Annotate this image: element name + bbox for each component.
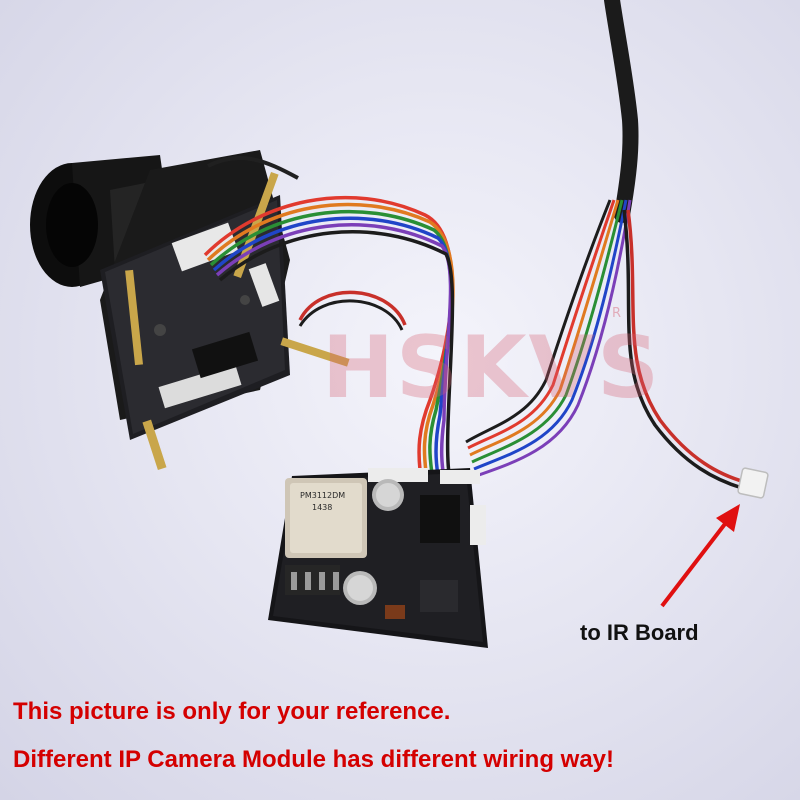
poe-board: [268, 468, 488, 648]
ir-wire-red: [626, 209, 746, 484]
red-arrow: [660, 504, 740, 608]
ir-connector: [737, 467, 769, 499]
main-cable: [604, 0, 639, 223]
cable-fanout: [465, 199, 632, 478]
black-wire: [207, 155, 299, 180]
sensor-wires: [203, 195, 455, 481]
ir-wire-black: [622, 209, 743, 490]
brand-watermark: HSKVS: [322, 318, 662, 418]
transformer-model-text: PM3112DM: [300, 491, 346, 500]
red-pair: [298, 290, 407, 326]
ir-board-label: to IR Board: [580, 620, 699, 645]
wiring-caption: Different IP Camera Module has different…: [13, 746, 615, 773]
registered-mark: R: [612, 306, 622, 321]
reference-caption: This picture is only for your reference.: [13, 698, 451, 725]
transformer-code-text: 1438: [312, 503, 333, 512]
